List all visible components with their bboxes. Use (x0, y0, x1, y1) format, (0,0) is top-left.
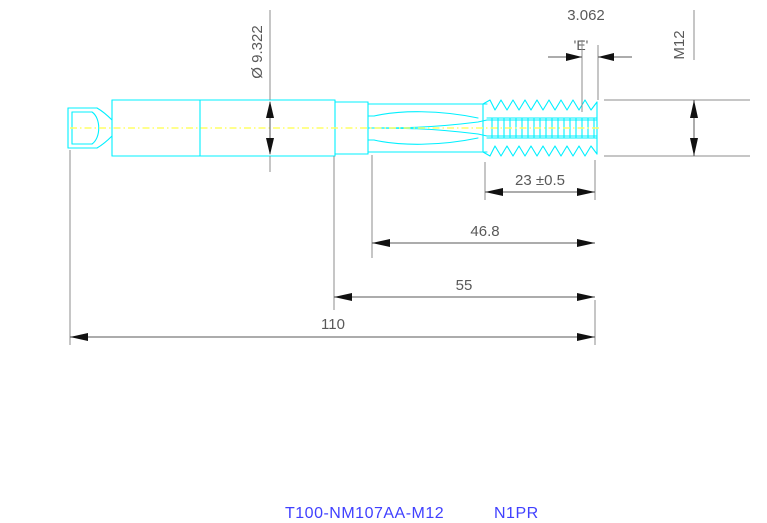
diameter-label: Ø 9.322 (249, 25, 266, 78)
dimension-shank-diameter: Ø 9.322 (249, 10, 274, 172)
flute-length-label: 46.8 (470, 223, 499, 240)
dimension-thread-size: M12 (604, 10, 750, 157)
body-length-label: 55 (456, 277, 473, 294)
thread-size-label: M12 (671, 30, 688, 59)
chamfer-label: 3.062 (567, 7, 605, 24)
detail-e-label: 'E' (574, 37, 589, 53)
title-block: T100-NM107AA-M12 N1PR (285, 505, 539, 522)
dimension-thread-length: 23 ±0.5 (484, 160, 596, 200)
dimension-flute-length: 46.8 (371, 155, 595, 258)
overall-length-label: 110 (321, 316, 345, 333)
part-code-label: N1PR (494, 505, 539, 522)
thread-length-label: 23 ±0.5 (515, 172, 565, 189)
dimension-overall-length: 110 (69, 150, 596, 345)
dimension-detail-e: 3.062 'E' (548, 7, 632, 112)
tap-part-geometry (67, 99, 600, 157)
dimension-body-length: 55 (333, 156, 595, 310)
part-number-label: T100-NM107AA-M12 (285, 505, 444, 522)
